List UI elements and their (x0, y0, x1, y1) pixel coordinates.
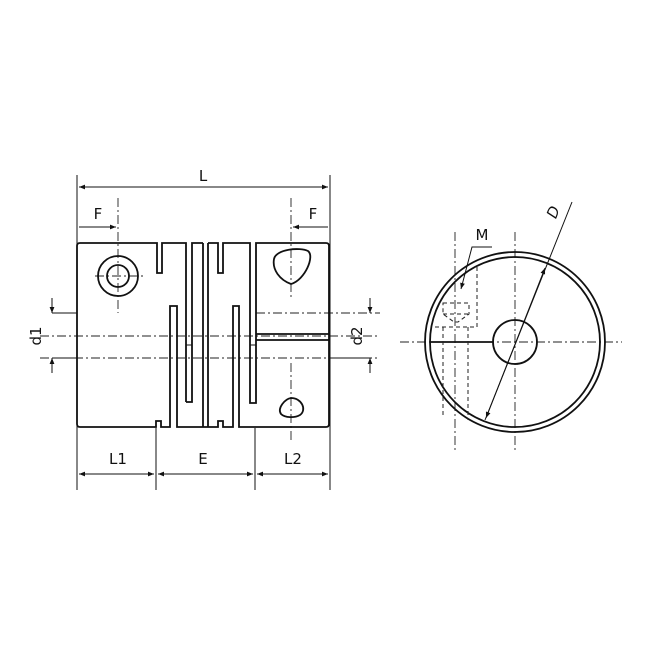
label-L: L (199, 167, 208, 185)
clamp-hidden-outline (435, 267, 478, 328)
side-view: L F F L1 E L2 d1 d2 (27, 167, 380, 490)
label-L2: L2 (284, 450, 302, 468)
label-F-right: F (309, 205, 318, 223)
outer-circle (424, 251, 606, 433)
label-F-left: F (94, 205, 103, 223)
label-E: E (198, 450, 207, 468)
teardrop-hole-top (272, 248, 312, 285)
M-leader (460, 246, 492, 290)
end-view: D M (400, 201, 622, 452)
teardrop-hole-bottom (279, 397, 305, 419)
screw-counterbore (97, 255, 139, 297)
label-D: D (543, 203, 564, 220)
label-d2: d2 (348, 326, 366, 345)
screw-hidden (442, 302, 470, 323)
label-L1: L1 (109, 450, 127, 468)
screw-hole (106, 264, 130, 288)
label-M: M (476, 226, 489, 244)
dim-D-arrow-bottom (485, 356, 511, 419)
label-d1: d1 (27, 326, 45, 345)
dim-D-arrow-top (509, 267, 546, 358)
